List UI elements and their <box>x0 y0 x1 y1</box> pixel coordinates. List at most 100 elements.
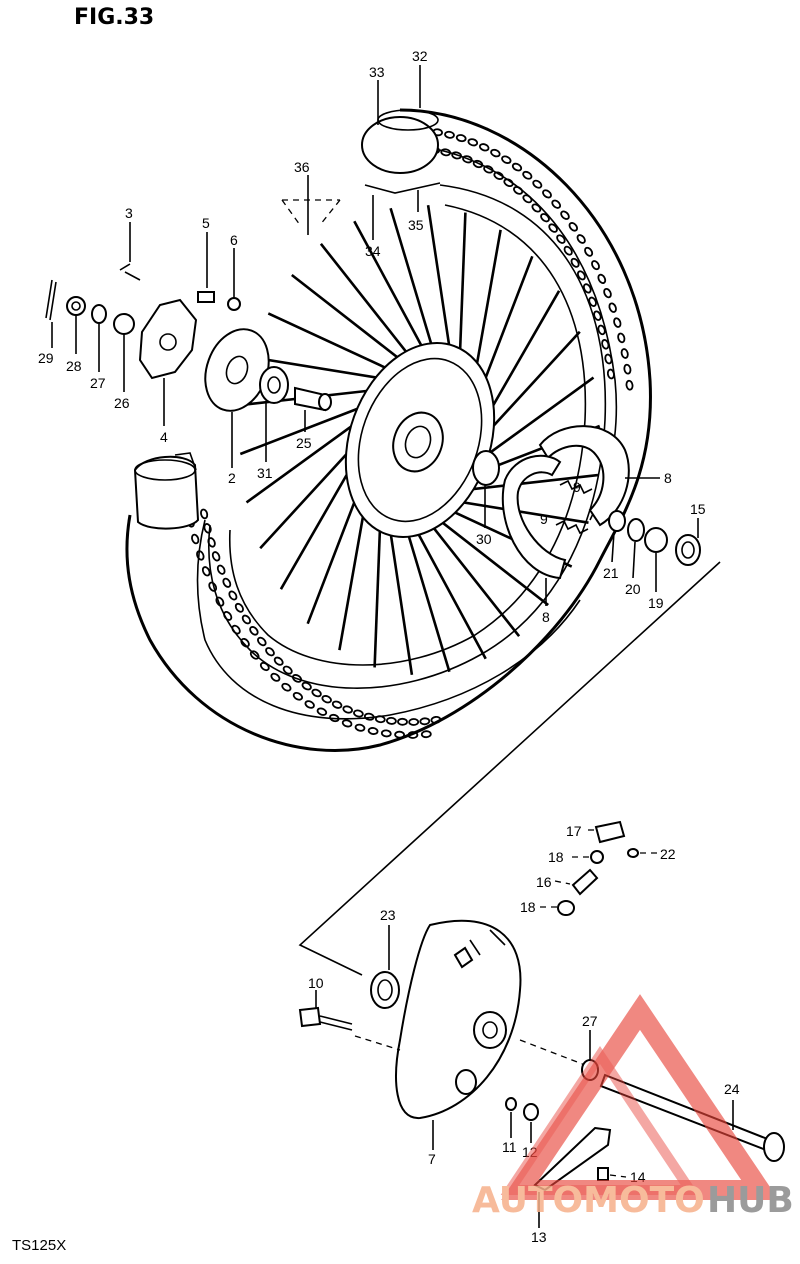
tread-block <box>353 709 364 718</box>
watermark-brand-primary: AUTOMOTO <box>472 1180 705 1221</box>
callout-labels: 32 33 34 35 36 3 5 6 29 28 27 26 4 2 31 … <box>38 48 740 1245</box>
tread-block <box>522 170 533 180</box>
tread-block <box>591 260 600 271</box>
tread-block <box>556 234 566 244</box>
callout-8-upper: 8 <box>664 470 672 486</box>
tread-block <box>576 270 586 281</box>
wheel-assembly <box>125 108 652 752</box>
washer-11 <box>505 1097 517 1111</box>
tread-block <box>200 508 209 520</box>
callout-3: 3 <box>125 205 133 221</box>
hub-bore <box>404 425 432 459</box>
tread-block <box>601 339 610 350</box>
tread-block <box>331 700 343 709</box>
tread-block <box>363 712 375 721</box>
bolt <box>119 263 141 281</box>
callout-26: 26 <box>114 395 130 411</box>
tread-block <box>342 705 353 714</box>
tread-block <box>551 199 562 209</box>
brake-shoe-assembly <box>501 425 701 580</box>
hub-spacer <box>472 450 500 486</box>
washer-18a <box>590 850 604 864</box>
bearing-15 <box>675 534 701 566</box>
tread-block <box>478 143 490 152</box>
callout-27: 27 <box>90 375 106 391</box>
tread-block <box>542 189 552 199</box>
callout-10: 10 <box>308 975 324 991</box>
tread-block <box>397 717 408 726</box>
washer-12 <box>523 1103 539 1121</box>
callout-18-upper: 18 <box>548 849 564 865</box>
tread-block <box>273 656 284 666</box>
washer <box>91 304 107 324</box>
callout-25: 25 <box>296 435 312 451</box>
nut <box>227 297 241 311</box>
tube-cap <box>361 116 439 174</box>
brake-arm <box>533 1126 612 1192</box>
tread-block <box>613 317 622 328</box>
tread-block <box>444 130 455 139</box>
tread-block <box>472 159 484 169</box>
callout-7: 7 <box>428 1151 436 1167</box>
callout-20: 20 <box>625 581 641 597</box>
axle-nut <box>66 296 86 316</box>
callout-30: 30 <box>476 531 492 547</box>
tread-block <box>582 283 592 294</box>
seal-23 <box>370 971 400 1009</box>
tread-block <box>281 682 292 692</box>
tread-block <box>440 148 452 157</box>
tread-block <box>603 287 612 299</box>
tread-block <box>483 165 494 174</box>
callout-36: 36 <box>294 159 310 175</box>
tread-block <box>249 626 259 636</box>
brake-spring <box>559 479 593 495</box>
washer-20 <box>627 518 645 542</box>
axle-boss <box>455 1069 477 1095</box>
brake-shoe-lower <box>501 454 567 580</box>
callout-27-lower: 27 <box>582 1013 598 1029</box>
tread-block <box>311 688 322 698</box>
tread-block <box>503 178 514 188</box>
tread-block <box>191 533 200 545</box>
callout-23: 23 <box>380 907 396 923</box>
tread-block <box>625 379 634 391</box>
tread-block <box>354 723 366 732</box>
tread-block <box>216 564 226 575</box>
tread-block <box>568 222 578 232</box>
callout-29: 29 <box>38 350 54 366</box>
tread-block <box>513 186 524 195</box>
tread-block <box>222 577 232 588</box>
tread-block <box>241 614 251 625</box>
callout-31: 31 <box>257 465 273 481</box>
tread-inner-edge-lower <box>196 519 581 720</box>
tread-block <box>394 730 405 739</box>
spoke-group-bracket <box>281 199 341 226</box>
brake-shoe-upper <box>538 425 630 527</box>
tread-block <box>380 729 392 738</box>
watermark-brand-secondary: HUB <box>707 1180 794 1221</box>
callout-9-upper: 9 <box>573 479 581 495</box>
tread-block <box>211 551 221 562</box>
connection-line <box>298 561 721 976</box>
callout-24: 24 <box>724 1081 740 1097</box>
bolt-head <box>197 291 215 303</box>
tread-block <box>234 602 244 613</box>
tread-block <box>532 179 543 189</box>
tread-block <box>522 194 533 204</box>
bolt-14 <box>597 1167 609 1181</box>
tread-block <box>430 715 442 724</box>
tread-block <box>304 700 315 709</box>
hub-center <box>392 411 444 473</box>
tread-block <box>282 665 293 675</box>
tread-block <box>451 151 462 160</box>
tread-block <box>257 636 267 647</box>
tread-block <box>407 731 419 739</box>
cam-boss <box>473 1011 507 1049</box>
tread-block <box>501 155 512 164</box>
tube-cross-section <box>133 455 200 530</box>
tread-block <box>408 718 420 726</box>
tread-block <box>540 213 550 223</box>
callout-28: 28 <box>66 358 82 374</box>
callout-5: 5 <box>202 215 210 231</box>
